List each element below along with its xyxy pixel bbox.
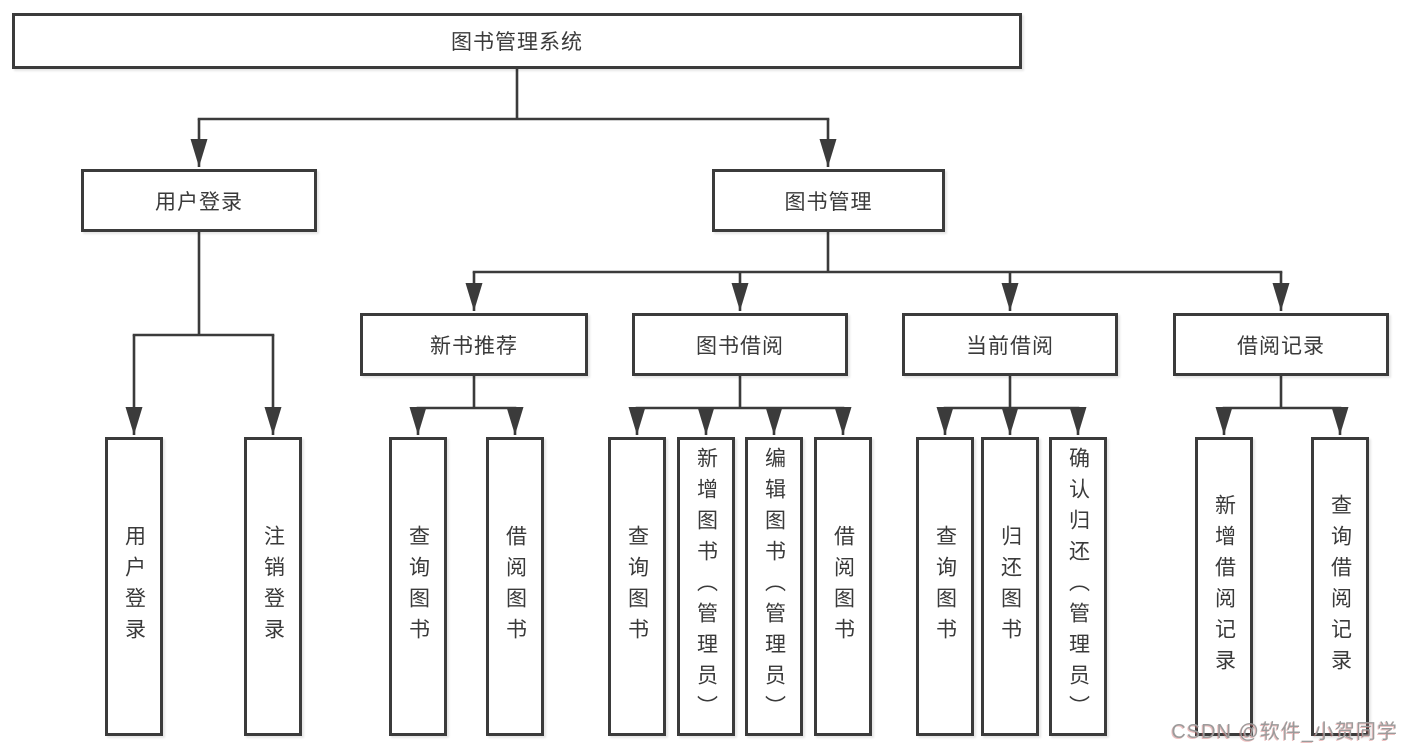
- leaf-confirm-return-admin: 确认归还（管理员）: [1049, 437, 1107, 736]
- leaf-borrowing-query-books: 查询图书: [608, 437, 666, 736]
- node-user-login: 用户登录: [81, 169, 317, 232]
- node-borrowing-records: 借阅记录: [1173, 313, 1389, 376]
- node-user-login-label: 用户登录: [155, 190, 243, 214]
- node-current-borrowing: 当前借阅: [902, 313, 1118, 376]
- node-root: 图书管理系统: [12, 13, 1022, 69]
- leaf-recommend-query-books: 查询图书: [389, 437, 447, 736]
- leaf-current-query-books: 查询图书: [916, 437, 974, 736]
- leaf-logout: 注销登录: [244, 437, 302, 736]
- csdn-watermark: CSDN @软件_小贺同学: [1171, 721, 1398, 743]
- leaf-add-book-admin: 新增图书（管理员）: [677, 437, 735, 736]
- leaf-recommend-borrow-books: 借阅图书: [486, 437, 544, 736]
- leaf-return-books: 归还图书: [981, 437, 1039, 736]
- leaf-query-borrow-record: 查询借阅记录: [1311, 437, 1369, 736]
- node-root-label: 图书管理系统: [451, 31, 583, 54]
- node-book-borrowing: 图书借阅: [632, 313, 848, 376]
- node-new-book-recommend: 新书推荐: [360, 313, 588, 376]
- node-borrowing-records-label: 借阅记录: [1237, 334, 1325, 358]
- node-book-management: 图书管理: [712, 169, 945, 232]
- node-book-borrowing-label: 图书借阅: [696, 334, 784, 358]
- node-current-borrowing-label: 当前借阅: [966, 334, 1054, 358]
- node-book-management-label: 图书管理: [784, 190, 873, 214]
- leaf-add-borrow-record: 新增借阅记录: [1195, 437, 1253, 736]
- node-new-book-recommend-label: 新书推荐: [430, 334, 518, 358]
- leaf-borrow-books: 借阅图书: [814, 437, 872, 736]
- leaf-edit-book-admin: 编辑图书（管理员）: [745, 437, 803, 736]
- leaf-user-login: 用户登录: [105, 437, 163, 736]
